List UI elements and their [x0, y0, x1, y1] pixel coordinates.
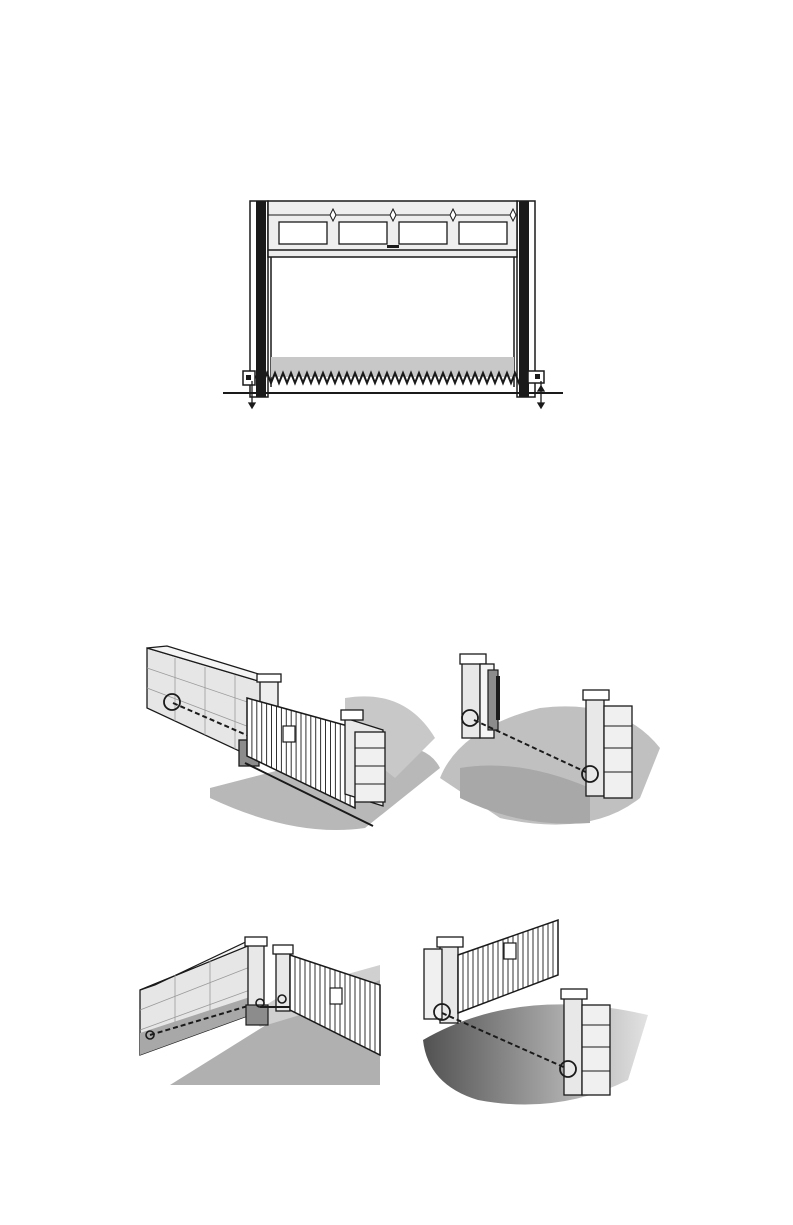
swing-gate-post-mount-figure — [440, 648, 670, 840]
swing-gate-icon — [418, 915, 663, 1107]
swing-gate-icon — [440, 648, 670, 840]
swing-gate-outward-figure — [418, 915, 663, 1107]
swing-gate-wall-mount-figure — [110, 915, 385, 1085]
garage-door-figure — [195, 195, 575, 415]
slide-gate-icon — [115, 628, 440, 836]
garage-door-icon — [195, 195, 575, 415]
swing-gate-icon — [110, 915, 385, 1085]
photo-eye-sensor-icon — [243, 371, 255, 385]
slide-gate-figure — [115, 628, 440, 836]
